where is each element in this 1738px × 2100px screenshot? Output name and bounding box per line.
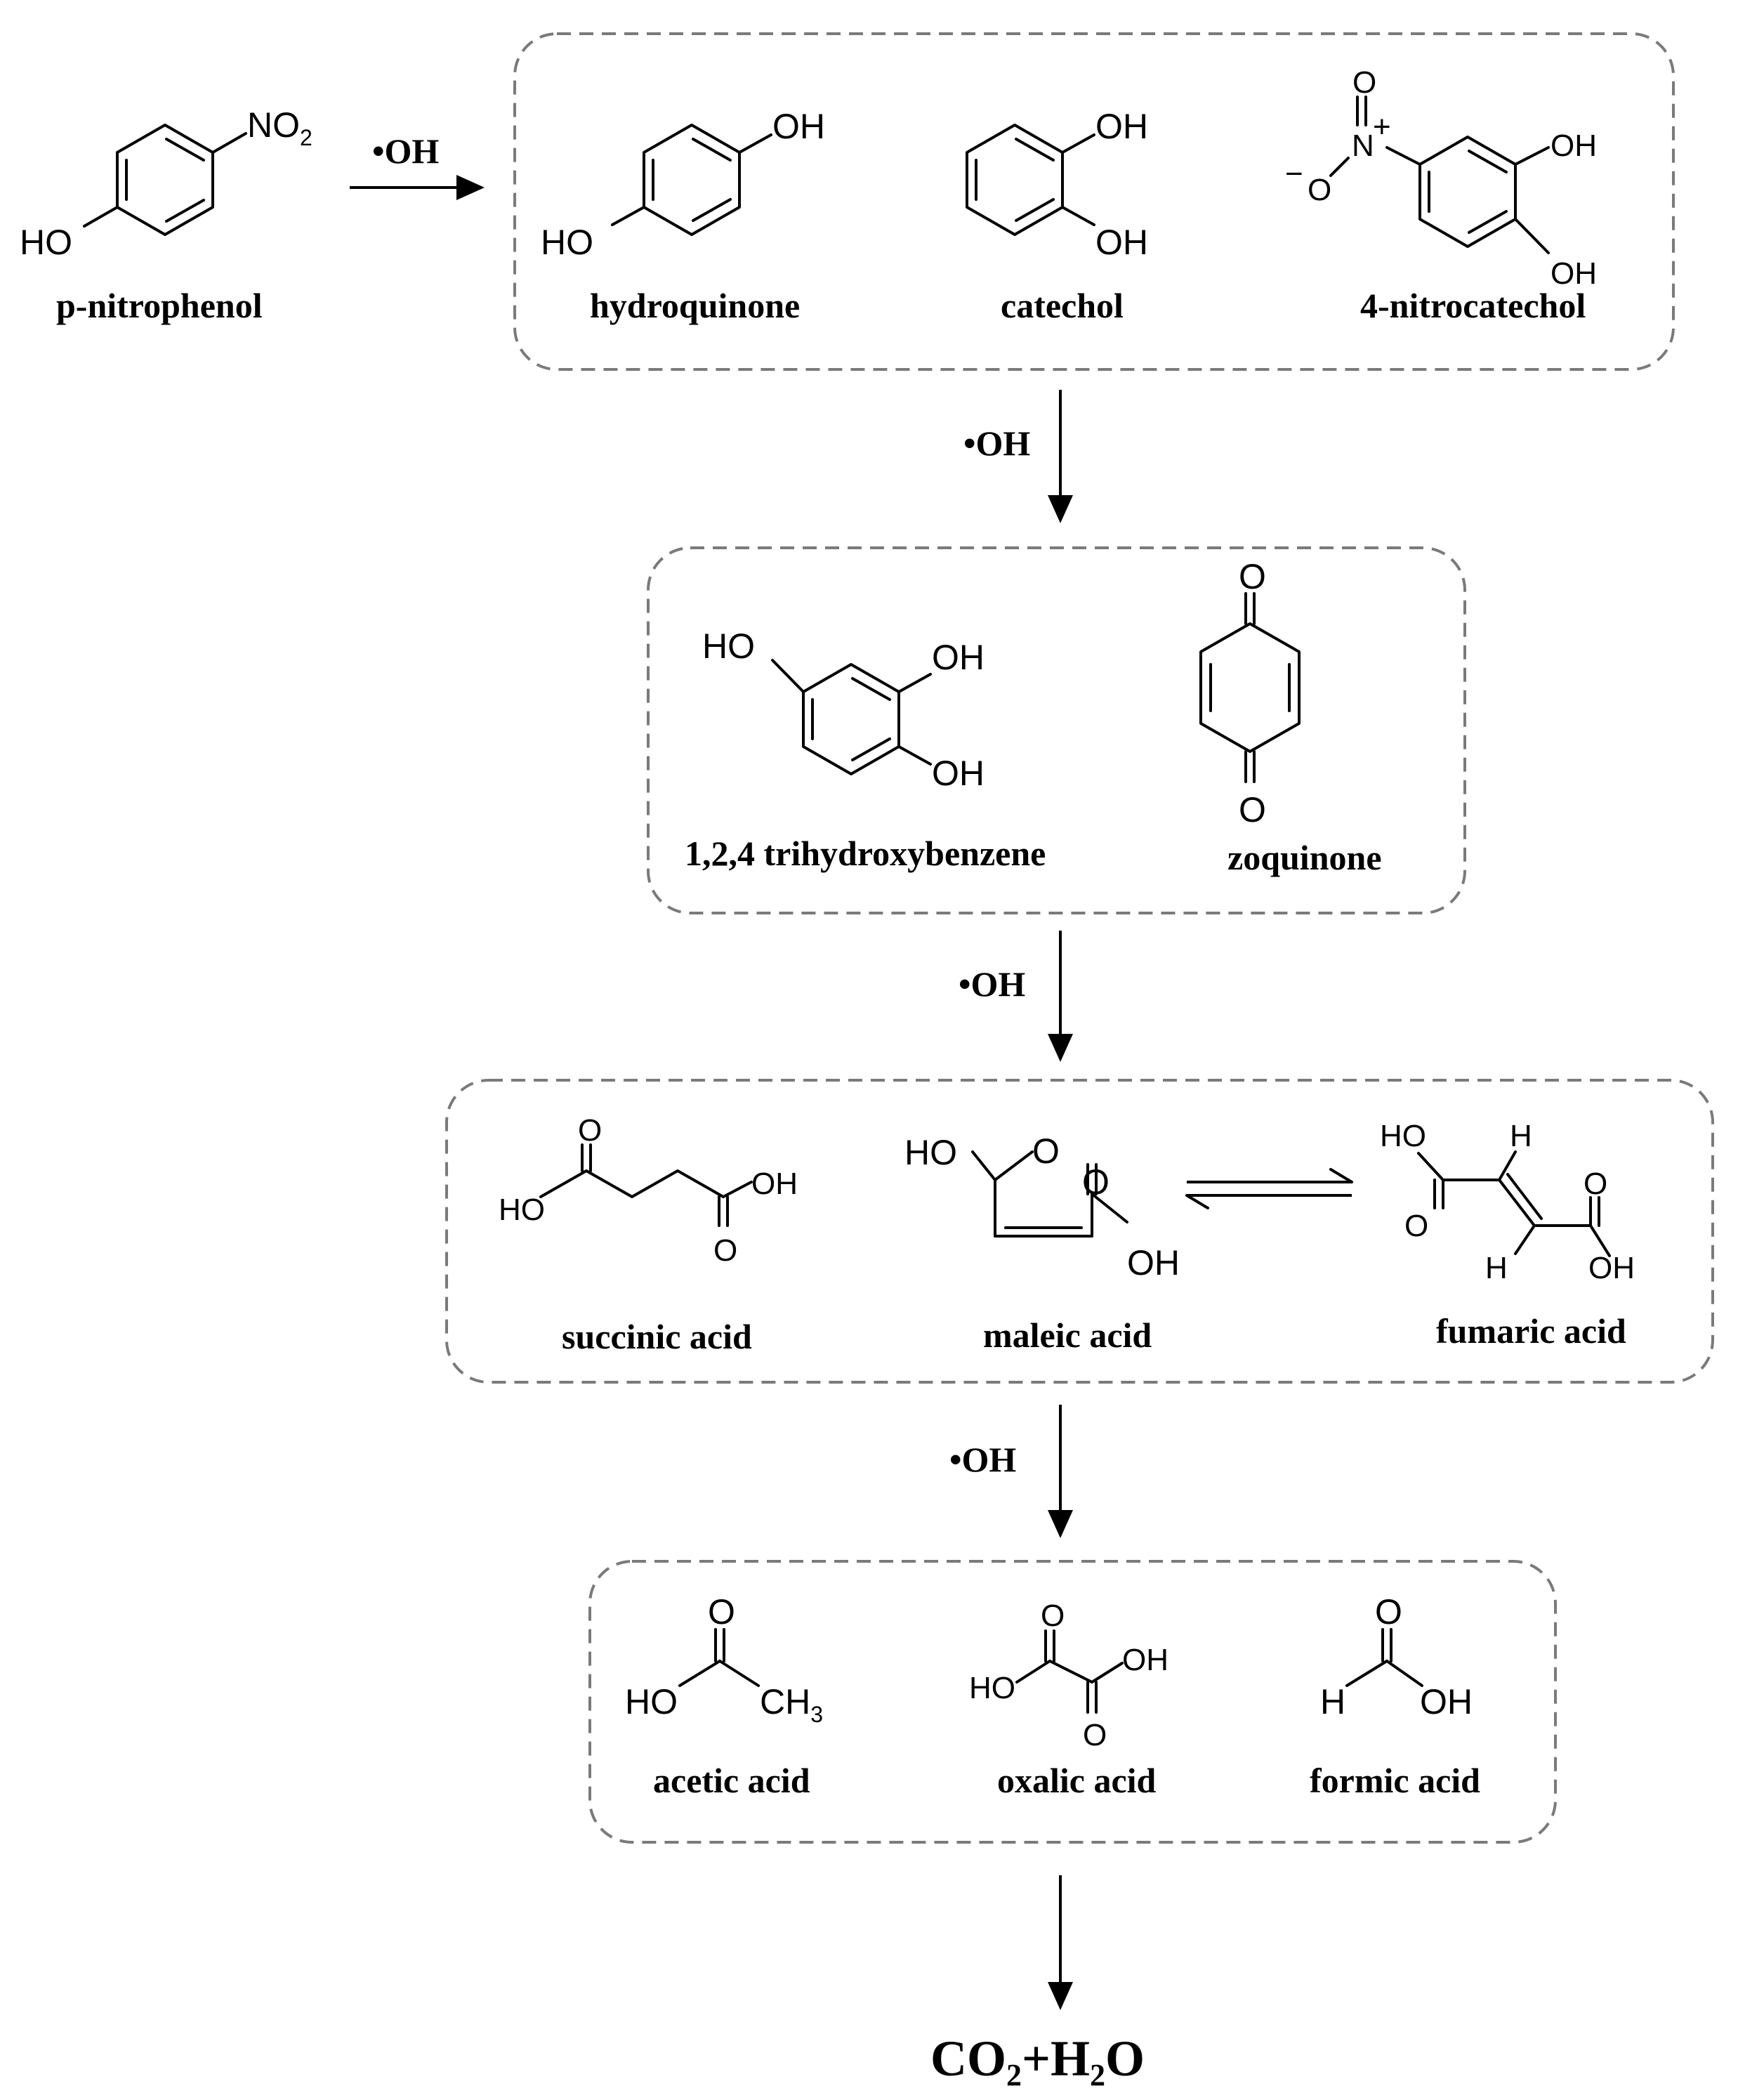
atom-oh: OH <box>1127 1243 1180 1282</box>
atom-ho: HO <box>499 1193 545 1227</box>
label-4-nitrocatechol: 4-nitrocatechol <box>1360 286 1586 325</box>
atom-oh-2: OH <box>1551 256 1597 291</box>
atom-o-1: O <box>1041 1599 1065 1633</box>
arrow-to-stage1 <box>350 175 485 200</box>
atom-oh: OH <box>1588 1251 1635 1285</box>
label-p-nitrophenol: p-nitrophenol <box>56 286 263 325</box>
atom-oh: OH <box>1420 1682 1473 1721</box>
label-formic-acid: formic acid <box>1310 1761 1480 1800</box>
atom-o-top: O <box>1239 557 1266 596</box>
atom-oh-1: OH <box>932 638 985 677</box>
atom-ho: HO <box>1380 1119 1426 1153</box>
atom-ho: HO <box>20 223 72 262</box>
atom-o-bottom: O <box>1239 790 1266 829</box>
label-acetic-acid: acetic acid <box>653 1761 810 1800</box>
atom-h-2: H <box>1485 1251 1508 1285</box>
reagent-oh-1: •OH <box>372 131 439 171</box>
atom-oh: OH <box>751 1167 798 1201</box>
atom-no2: NO2 <box>247 105 312 150</box>
stage4-box <box>588 1560 1557 1844</box>
atom-o-1: O <box>1404 1209 1428 1243</box>
atom-h-1: H <box>1510 1119 1532 1153</box>
atom-oh-1: OH <box>1095 107 1148 146</box>
arrow-to-stage3 <box>1048 931 1073 1062</box>
charge-plus: + <box>1373 110 1391 144</box>
atom-oh: OH <box>772 107 825 146</box>
charge-minus: − <box>1285 157 1303 191</box>
label-trihydroxybenzene: 1,2,4 trihydroxybenzene <box>685 834 1046 873</box>
arrow-to-stage4 <box>1048 1405 1073 1538</box>
atom-o-2: O <box>713 1233 737 1268</box>
atom-o-2: O <box>1584 1167 1607 1201</box>
atom-oh: OH <box>1122 1643 1168 1677</box>
atom-ho: HO <box>625 1682 678 1721</box>
label-zoquinone: zoquinone <box>1227 838 1382 877</box>
label-fumaric-acid: fumaric acid <box>1436 1311 1626 1351</box>
label-maleic-acid: maleic acid <box>983 1315 1152 1355</box>
acetic-acid-structure: O HO CH3 <box>625 1592 823 1727</box>
trihydroxybenzene-structure: HO OH OH <box>702 626 985 793</box>
hydroquinone-structure: OH HO <box>541 107 825 262</box>
stage2-box <box>647 546 1466 914</box>
atom-o-1: O <box>578 1113 602 1148</box>
maleic-acid-structure: HO O O OH <box>904 1131 1180 1282</box>
reagent-oh-2: •OH <box>963 424 1030 463</box>
label-succinic-acid: succinic acid <box>562 1317 752 1356</box>
atom-ch3: CH3 <box>760 1682 823 1727</box>
formic-acid-structure: O H OH <box>1320 1592 1473 1721</box>
final-products: CO2+H2O <box>930 2030 1145 2092</box>
oxalic-acid-structure: O HO OH O <box>969 1599 1168 1752</box>
atom-ho: HO <box>541 223 593 262</box>
succinic-acid-structure: HO O OH O <box>499 1113 798 1268</box>
stage3-box <box>445 1079 1714 1384</box>
atom-n: N <box>1352 129 1374 163</box>
zoquinone-structure: O O <box>1199 557 1301 829</box>
atom-o: O <box>1375 1592 1402 1632</box>
atom-o-1: O <box>1032 1131 1060 1171</box>
label-hydroquinone: hydroquinone <box>590 286 800 325</box>
p-nitrophenol-structure: NO2 HO <box>20 105 312 262</box>
atom-h: H <box>1320 1682 1345 1721</box>
catechol-structure: OH OH <box>966 107 1148 262</box>
atom-oh-2: OH <box>1095 223 1148 262</box>
atom-oh-1: OH <box>1551 129 1597 163</box>
arrow-to-stage2 <box>1048 390 1073 523</box>
stage1-box <box>513 32 1675 371</box>
4-nitrocatechol-structure: O N + O − OH OH <box>1285 65 1597 291</box>
reagent-oh-3: •OH <box>959 964 1025 1004</box>
reagent-oh-4: •OH <box>949 1440 1016 1479</box>
atom-o-top: O <box>1352 65 1376 100</box>
atom-o: O <box>708 1592 735 1632</box>
label-catechol: catechol <box>1001 286 1124 325</box>
equilibrium-arrows <box>1185 1168 1353 1209</box>
label-oxalic-acid: oxalic acid <box>997 1761 1157 1800</box>
atom-o-2: O <box>1082 1162 1110 1202</box>
atom-o-2: O <box>1083 1718 1107 1752</box>
atom-ho: HO <box>904 1133 957 1172</box>
atom-o-minus: O <box>1308 173 1331 207</box>
atom-oh-2: OH <box>932 754 985 793</box>
arrow-to-final <box>1048 1875 1073 2010</box>
atom-ho: HO <box>702 626 755 666</box>
atom-ho: HO <box>969 1671 1015 1705</box>
fumaric-acid-structure: HO H O O H OH <box>1380 1119 1635 1285</box>
